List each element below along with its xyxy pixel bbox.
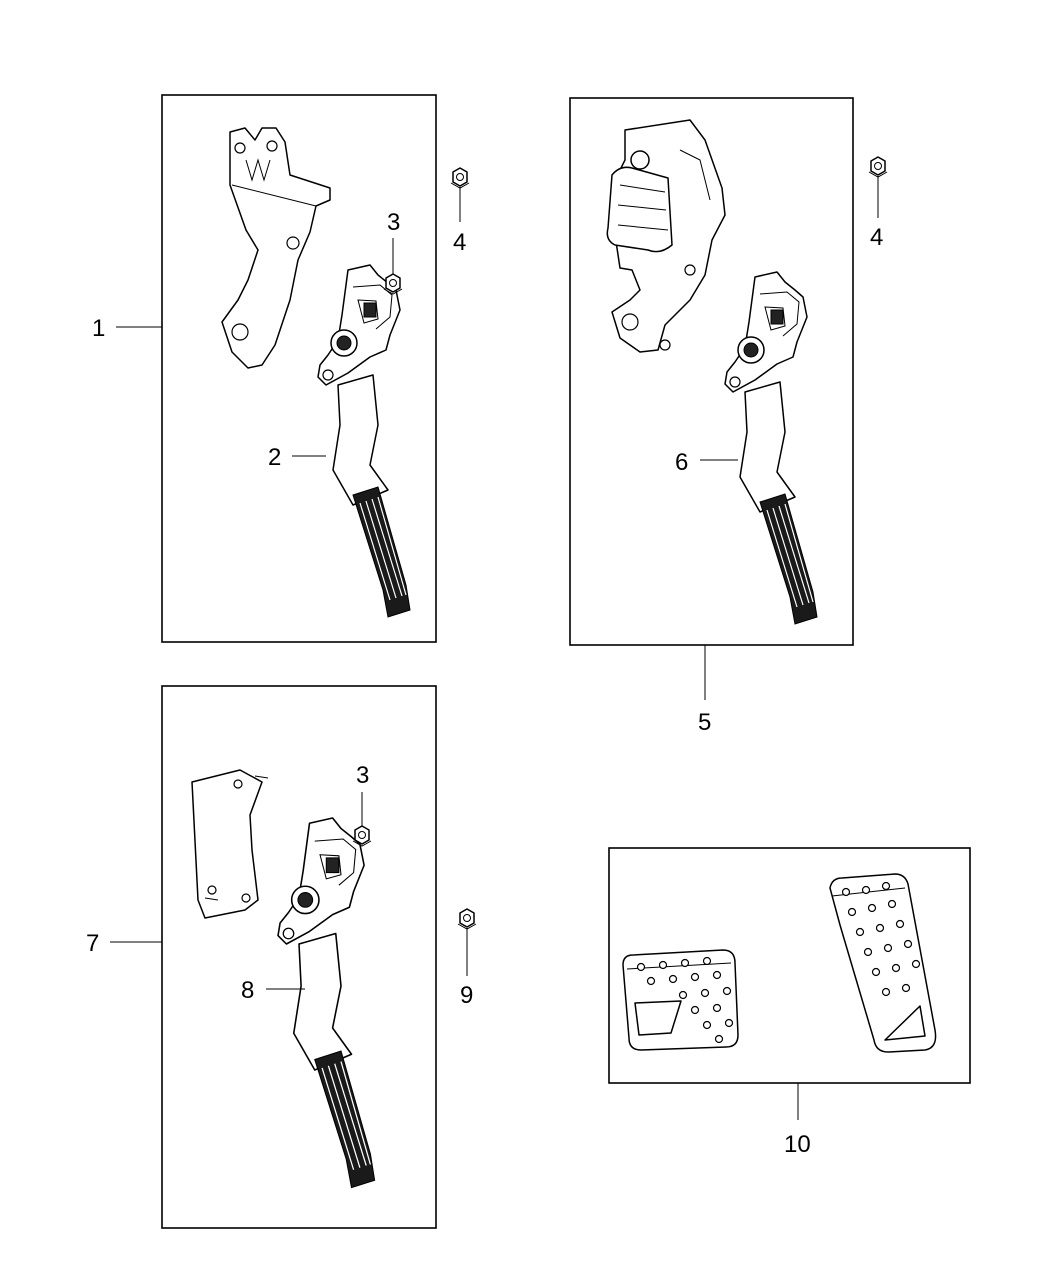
callout-3: 3 [387, 209, 400, 236]
hex-nut-icon [352, 825, 372, 847]
callout-10: 10 [784, 1131, 811, 1158]
callout-4: 4 [870, 224, 883, 251]
hex-nut-icon [868, 156, 888, 178]
pedal-assembly-icon [724, 271, 818, 625]
callout-3: 3 [356, 762, 369, 789]
group-box-10 [608, 847, 971, 1084]
callout-9: 9 [460, 982, 473, 1009]
pedal-assembly-icon [277, 817, 376, 1189]
pedal-assembly-icon [317, 264, 411, 618]
pedal-pad-icon [829, 873, 937, 1053]
callout-4: 4 [453, 229, 466, 256]
callout-1: 1 [92, 315, 105, 342]
group-box-1 [161, 94, 437, 643]
callout-6: 6 [675, 449, 688, 476]
callout-7: 7 [86, 930, 99, 957]
callout-5: 5 [698, 709, 711, 736]
hex-nut-icon [383, 273, 403, 295]
callout-8: 8 [241, 977, 254, 1004]
callout-2: 2 [268, 444, 281, 471]
hex-nut-icon [457, 908, 477, 930]
mounting-plate-icon [191, 769, 269, 919]
group-box-5 [569, 97, 854, 646]
group-box-7 [161, 685, 437, 1229]
pedal-bracket-icon [221, 127, 331, 369]
pedal-pad-icon [622, 949, 739, 1051]
adjustable-pedal-motor-icon [606, 119, 726, 353]
hex-nut-icon [450, 167, 470, 189]
